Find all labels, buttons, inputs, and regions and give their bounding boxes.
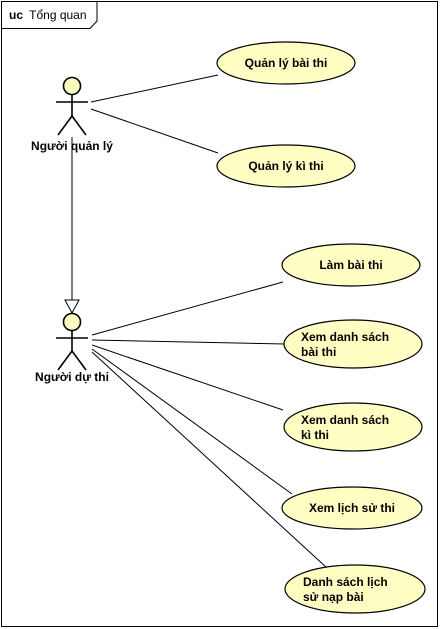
use-case-label-line-2: sử nạp bài (303, 590, 364, 604)
frame-name: Tổng quan (29, 8, 86, 22)
assoc-candidate-submission-history (91, 351, 328, 569)
actor-head (62, 76, 82, 96)
assoc-candidate-view-exam-list (91, 339, 286, 345)
use-case-manage-sessions[interactable]: Quản lý kì thi (216, 144, 356, 188)
use-case-label-line-2: bài thi (301, 345, 336, 359)
actor-manager-label: Người quản lý (31, 139, 113, 153)
use-case-label-line-1: Xem danh sách (301, 330, 389, 344)
svg-text:Xem lịch sử thi: Xem lịch sử thi (309, 501, 395, 515)
actor-candidate-label: Người dự thi (35, 370, 109, 384)
svg-text:Xem danh sách bài thi: Xem danh sách bài thi (301, 330, 392, 359)
assoc-manager-manage-exams (90, 74, 219, 103)
use-case-label: Làm bài thi (319, 258, 382, 272)
associations (90, 74, 328, 569)
use-case-label: Xem lịch sử thi (309, 501, 395, 515)
frame-title: uc Tổng quan (9, 8, 87, 22)
actor-manager[interactable]: Người quản lý (31, 76, 113, 154)
use-case-label-line-2: kì thi (301, 428, 329, 442)
assoc-candidate-view-history (91, 348, 293, 495)
svg-text:Quản lý bài thi: Quản lý bài thi (245, 56, 328, 70)
assoc-candidate-view-session-list (91, 344, 284, 411)
use-case-label-line-1: Danh sách lịch (303, 575, 388, 589)
svg-text:Danh sách lịch sử nạp bà: Danh sách lịch sử nạp bài (303, 575, 391, 604)
use-case-view-session-list[interactable]: Xem danh sách kì thi (283, 402, 423, 452)
use-case-submission-history[interactable]: Danh sách lịch sử nạp bài (284, 564, 426, 614)
actor-head (62, 312, 82, 332)
assoc-candidate-take-exam (91, 281, 284, 336)
use-case-label-line-1: Xem danh sách (301, 413, 389, 427)
generalization-manager-candidate (64, 137, 80, 315)
svg-text:Làm bài thi: Làm bài thi (319, 258, 382, 272)
use-case-manage-exams[interactable]: Quản lý bài thi (216, 41, 356, 85)
actor-candidate[interactable]: Người dự thi (35, 312, 109, 385)
frame-tab (1, 1, 98, 29)
use-case-label: Quản lý bài thi (245, 56, 328, 70)
use-case-take-exam[interactable]: Làm bài thi (281, 243, 421, 287)
assoc-manager-manage-sessions (90, 108, 219, 154)
use-case-view-exam-list[interactable]: Xem danh sách bài thi (283, 319, 423, 369)
use-case-view-history[interactable]: Xem lịch sử thi (281, 486, 423, 530)
frame-keyword: uc (9, 8, 23, 22)
svg-text:Quản lý kì thi: Quản lý kì thi (248, 159, 323, 173)
use-case-label: Quản lý kì thi (248, 159, 323, 173)
svg-text:Xem danh sách kì thi: Xem danh sách kì thi (301, 413, 392, 442)
generalization-arrowhead (64, 299, 80, 315)
